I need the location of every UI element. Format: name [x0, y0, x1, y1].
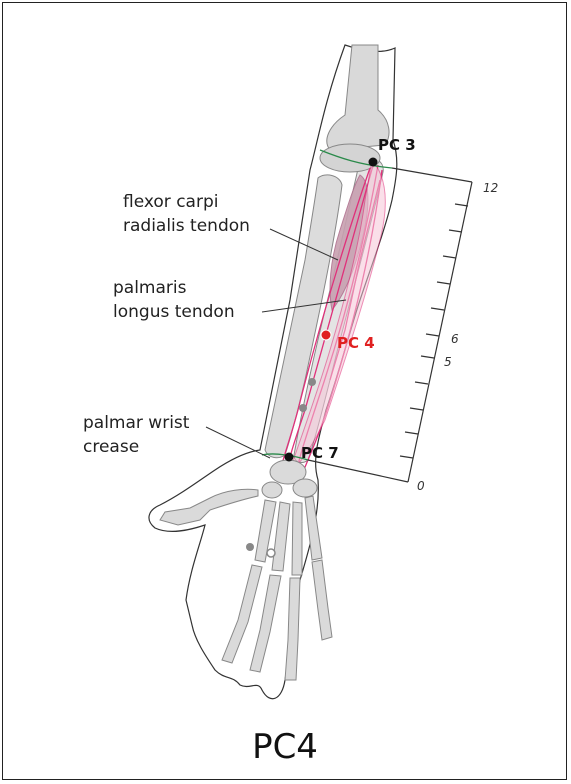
figure-title: PC4 — [252, 727, 318, 767]
scale-tick-0: 0 — [417, 479, 425, 493]
marker-ring — [267, 549, 275, 557]
label-pc4: PC 4 — [337, 334, 375, 352]
label-crease-line1: palmar wrist — [83, 413, 190, 433]
scale-tick-12: 12 — [483, 181, 498, 195]
acupoint-pc3 — [369, 158, 378, 167]
scale-tick-5: 5 — [444, 355, 452, 369]
acupoint-pc7 — [285, 453, 294, 462]
label-flexor-line2: radialis tendon — [123, 216, 250, 236]
marker-dot — [246, 543, 254, 551]
label-palmaris-line2: longus tendon — [113, 302, 235, 322]
label-palmaris-line1: palmaris — [113, 278, 187, 298]
label-flexor-line1: flexor carpi — [123, 192, 218, 212]
acupoint-pc4 — [321, 330, 331, 340]
marker-dot — [299, 404, 307, 412]
scale-tick-6: 6 — [451, 332, 459, 346]
label-crease-line2: crease — [83, 437, 139, 457]
marker-dot — [308, 378, 316, 386]
label-pc3: PC 3 — [378, 136, 416, 154]
label-pc7: PC 7 — [301, 444, 339, 462]
